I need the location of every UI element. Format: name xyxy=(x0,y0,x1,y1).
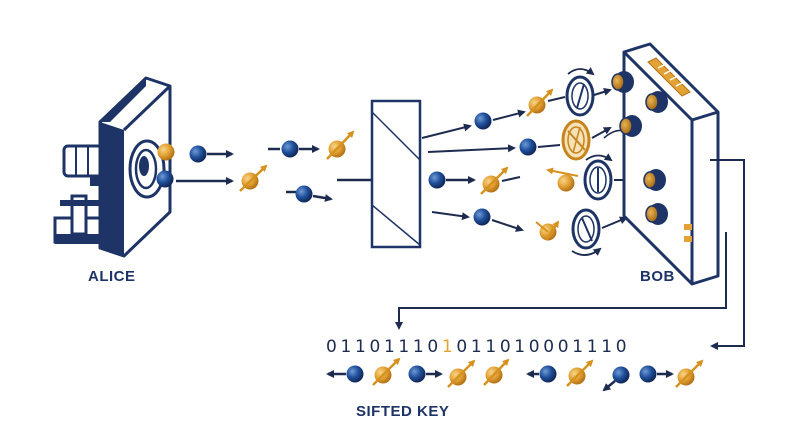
photon-paths-routed xyxy=(421,88,579,241)
photon-blue xyxy=(428,171,476,189)
key-bit: 1 xyxy=(412,337,424,357)
photon-orange xyxy=(157,143,175,161)
photon-blue xyxy=(474,112,492,130)
detector xyxy=(619,115,642,137)
photon-orange xyxy=(526,88,554,117)
bob-vent-grille xyxy=(647,57,691,97)
key-bit: 1 xyxy=(383,337,395,357)
beam-arrow xyxy=(421,123,472,139)
bob-status-leds xyxy=(684,224,692,242)
beam-arrow xyxy=(492,109,526,121)
bob-label: BOB xyxy=(640,268,675,285)
key-bit: 1 xyxy=(514,337,526,357)
photon-orange xyxy=(535,220,560,241)
photon-orange xyxy=(480,166,509,195)
sifted-key-label: SIFTED KEY xyxy=(356,403,450,420)
alice-emitter-lens xyxy=(128,139,166,199)
key-bit: 0 xyxy=(456,337,468,357)
key-bit: 1 xyxy=(340,337,352,357)
photon-blue xyxy=(408,365,443,383)
detector xyxy=(645,203,668,225)
photon-orange xyxy=(326,130,355,160)
key-bit: 0 xyxy=(528,337,540,357)
detector xyxy=(611,71,634,93)
polarizer-wheel xyxy=(583,153,613,201)
alice-label: ALICE xyxy=(88,268,136,285)
key-bit: 0 xyxy=(326,337,337,357)
photon-blue xyxy=(326,365,364,383)
photon-stream-emission xyxy=(156,130,392,203)
key-bit: 1 xyxy=(586,337,598,357)
photon-blue xyxy=(473,208,491,226)
photon-orange-reflected xyxy=(546,167,579,192)
key-bit: 0 xyxy=(557,337,569,357)
photon-blue xyxy=(602,366,630,392)
photon-blue xyxy=(189,145,234,163)
photon-blue xyxy=(268,140,320,158)
key-bit: 1 xyxy=(441,337,453,357)
photon-orange xyxy=(483,358,510,386)
photon-blue xyxy=(519,138,537,156)
photon-orange xyxy=(372,357,401,386)
bob-device xyxy=(611,42,720,286)
key-bit: 1 xyxy=(572,337,584,357)
key-bit: 1 xyxy=(470,337,482,357)
classical-channel-lines xyxy=(395,159,745,350)
polarizer-wheel-active xyxy=(561,119,591,161)
key-photon-row xyxy=(326,357,704,392)
photon-orange xyxy=(447,359,476,388)
key-bit: 1 xyxy=(398,337,410,357)
photon-blue xyxy=(156,170,174,188)
key-bit: 1 xyxy=(601,337,613,357)
key-bit: 0 xyxy=(427,337,439,357)
beam-splitter xyxy=(370,99,422,249)
photon-orange xyxy=(566,359,594,387)
polarizer-wheel xyxy=(571,208,602,256)
detector xyxy=(645,91,668,113)
beam-arrow xyxy=(431,211,470,221)
polarizer-analyzers xyxy=(561,67,634,256)
alice-device xyxy=(53,76,172,258)
photon-orange xyxy=(675,359,704,388)
photon-blue xyxy=(526,365,557,383)
photon-blue xyxy=(286,185,333,203)
detector xyxy=(643,169,666,191)
key-bit: 0 xyxy=(369,337,381,357)
beam-arrow xyxy=(427,144,516,153)
key-bit: 0 xyxy=(615,337,627,357)
polarizer-wheel xyxy=(565,67,595,117)
key-bit: 0 xyxy=(543,337,555,357)
photon-blue xyxy=(639,365,674,383)
key-bit: 1 xyxy=(354,337,366,357)
key-bit: 1 xyxy=(485,337,497,357)
key-bit: 0 xyxy=(499,337,511,357)
photon-orange xyxy=(239,164,268,192)
beam-arrow xyxy=(491,219,524,232)
